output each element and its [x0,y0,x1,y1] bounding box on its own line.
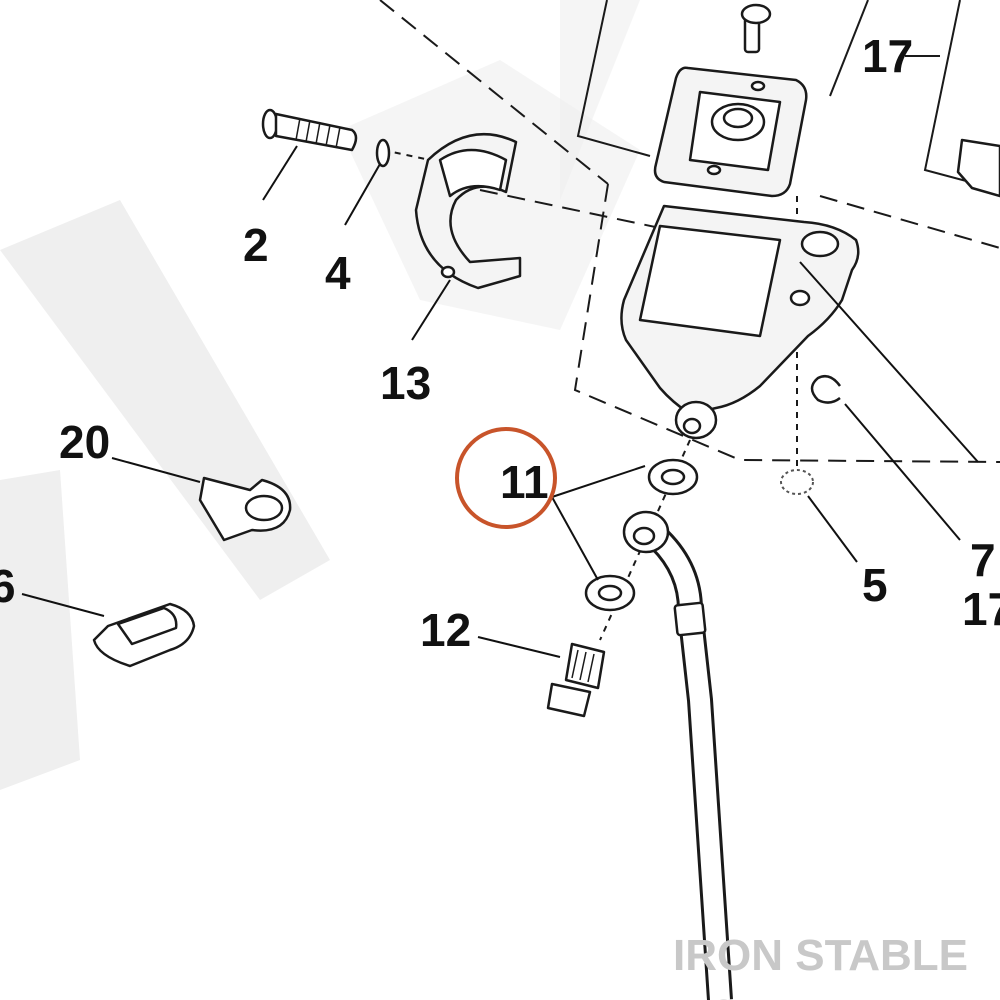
part-reservoir-cover [653,66,808,198]
part-hose-clip [92,602,196,668]
leader-5 [807,495,858,563]
leader-6 [21,593,105,617]
part-upper-washer [647,458,699,496]
leader-17-right [799,261,979,463]
part-lock-washer [780,469,814,495]
callout-17-right: 17 [962,583,1000,635]
callout-5: 5 [862,559,888,611]
frame-line-left [576,0,651,157]
part-edge-clip [956,138,1000,198]
frame-line-mid [829,0,869,97]
callout-labels: 2 4 13 20 6 11 12 5 7 17 17 [0,30,1000,656]
leader-12 [477,636,561,658]
leader-11-lower [551,496,599,581]
callout-2: 2 [243,219,269,271]
leader-2 [262,145,298,201]
dashed-line-pin [479,189,661,229]
part-cable-clip [198,476,292,542]
callout-12: 12 [420,604,471,656]
part-cover-screw [740,3,772,54]
leader-13 [411,279,451,341]
dashed-line-frame [573,183,1000,463]
part-brake-hose [622,510,733,1000]
callout-4: 4 [325,247,351,299]
leader-11-upper [551,465,646,498]
part-banjo-bolt [546,642,606,718]
background-watermark-shapes [0,200,330,790]
part-lever-bracket [414,132,522,290]
part-lower-washer [584,574,636,612]
callout-6: 6 [0,560,16,612]
dashed-line-top [379,0,609,185]
part-master-cylinder [620,204,860,440]
part-pivot-pin [261,108,358,152]
callout-13: 13 [380,357,431,409]
leader-20 [111,457,201,483]
callout-11: 11 [500,456,549,508]
leader-7 [844,403,961,541]
part-o-ring [375,138,391,168]
callout-7: 7 [970,534,996,586]
callout-11-highlight-circle [455,427,557,529]
brand-watermark: IRON STABLE [673,931,968,980]
dashed-line-right [819,195,1000,249]
callout-20: 20 [59,416,110,468]
leader-4 [344,163,381,226]
part-snap-ring [810,375,842,404]
callout-17-top: 17 [862,30,913,82]
dashed-line-oring [382,149,431,161]
leader-lines [21,145,979,658]
